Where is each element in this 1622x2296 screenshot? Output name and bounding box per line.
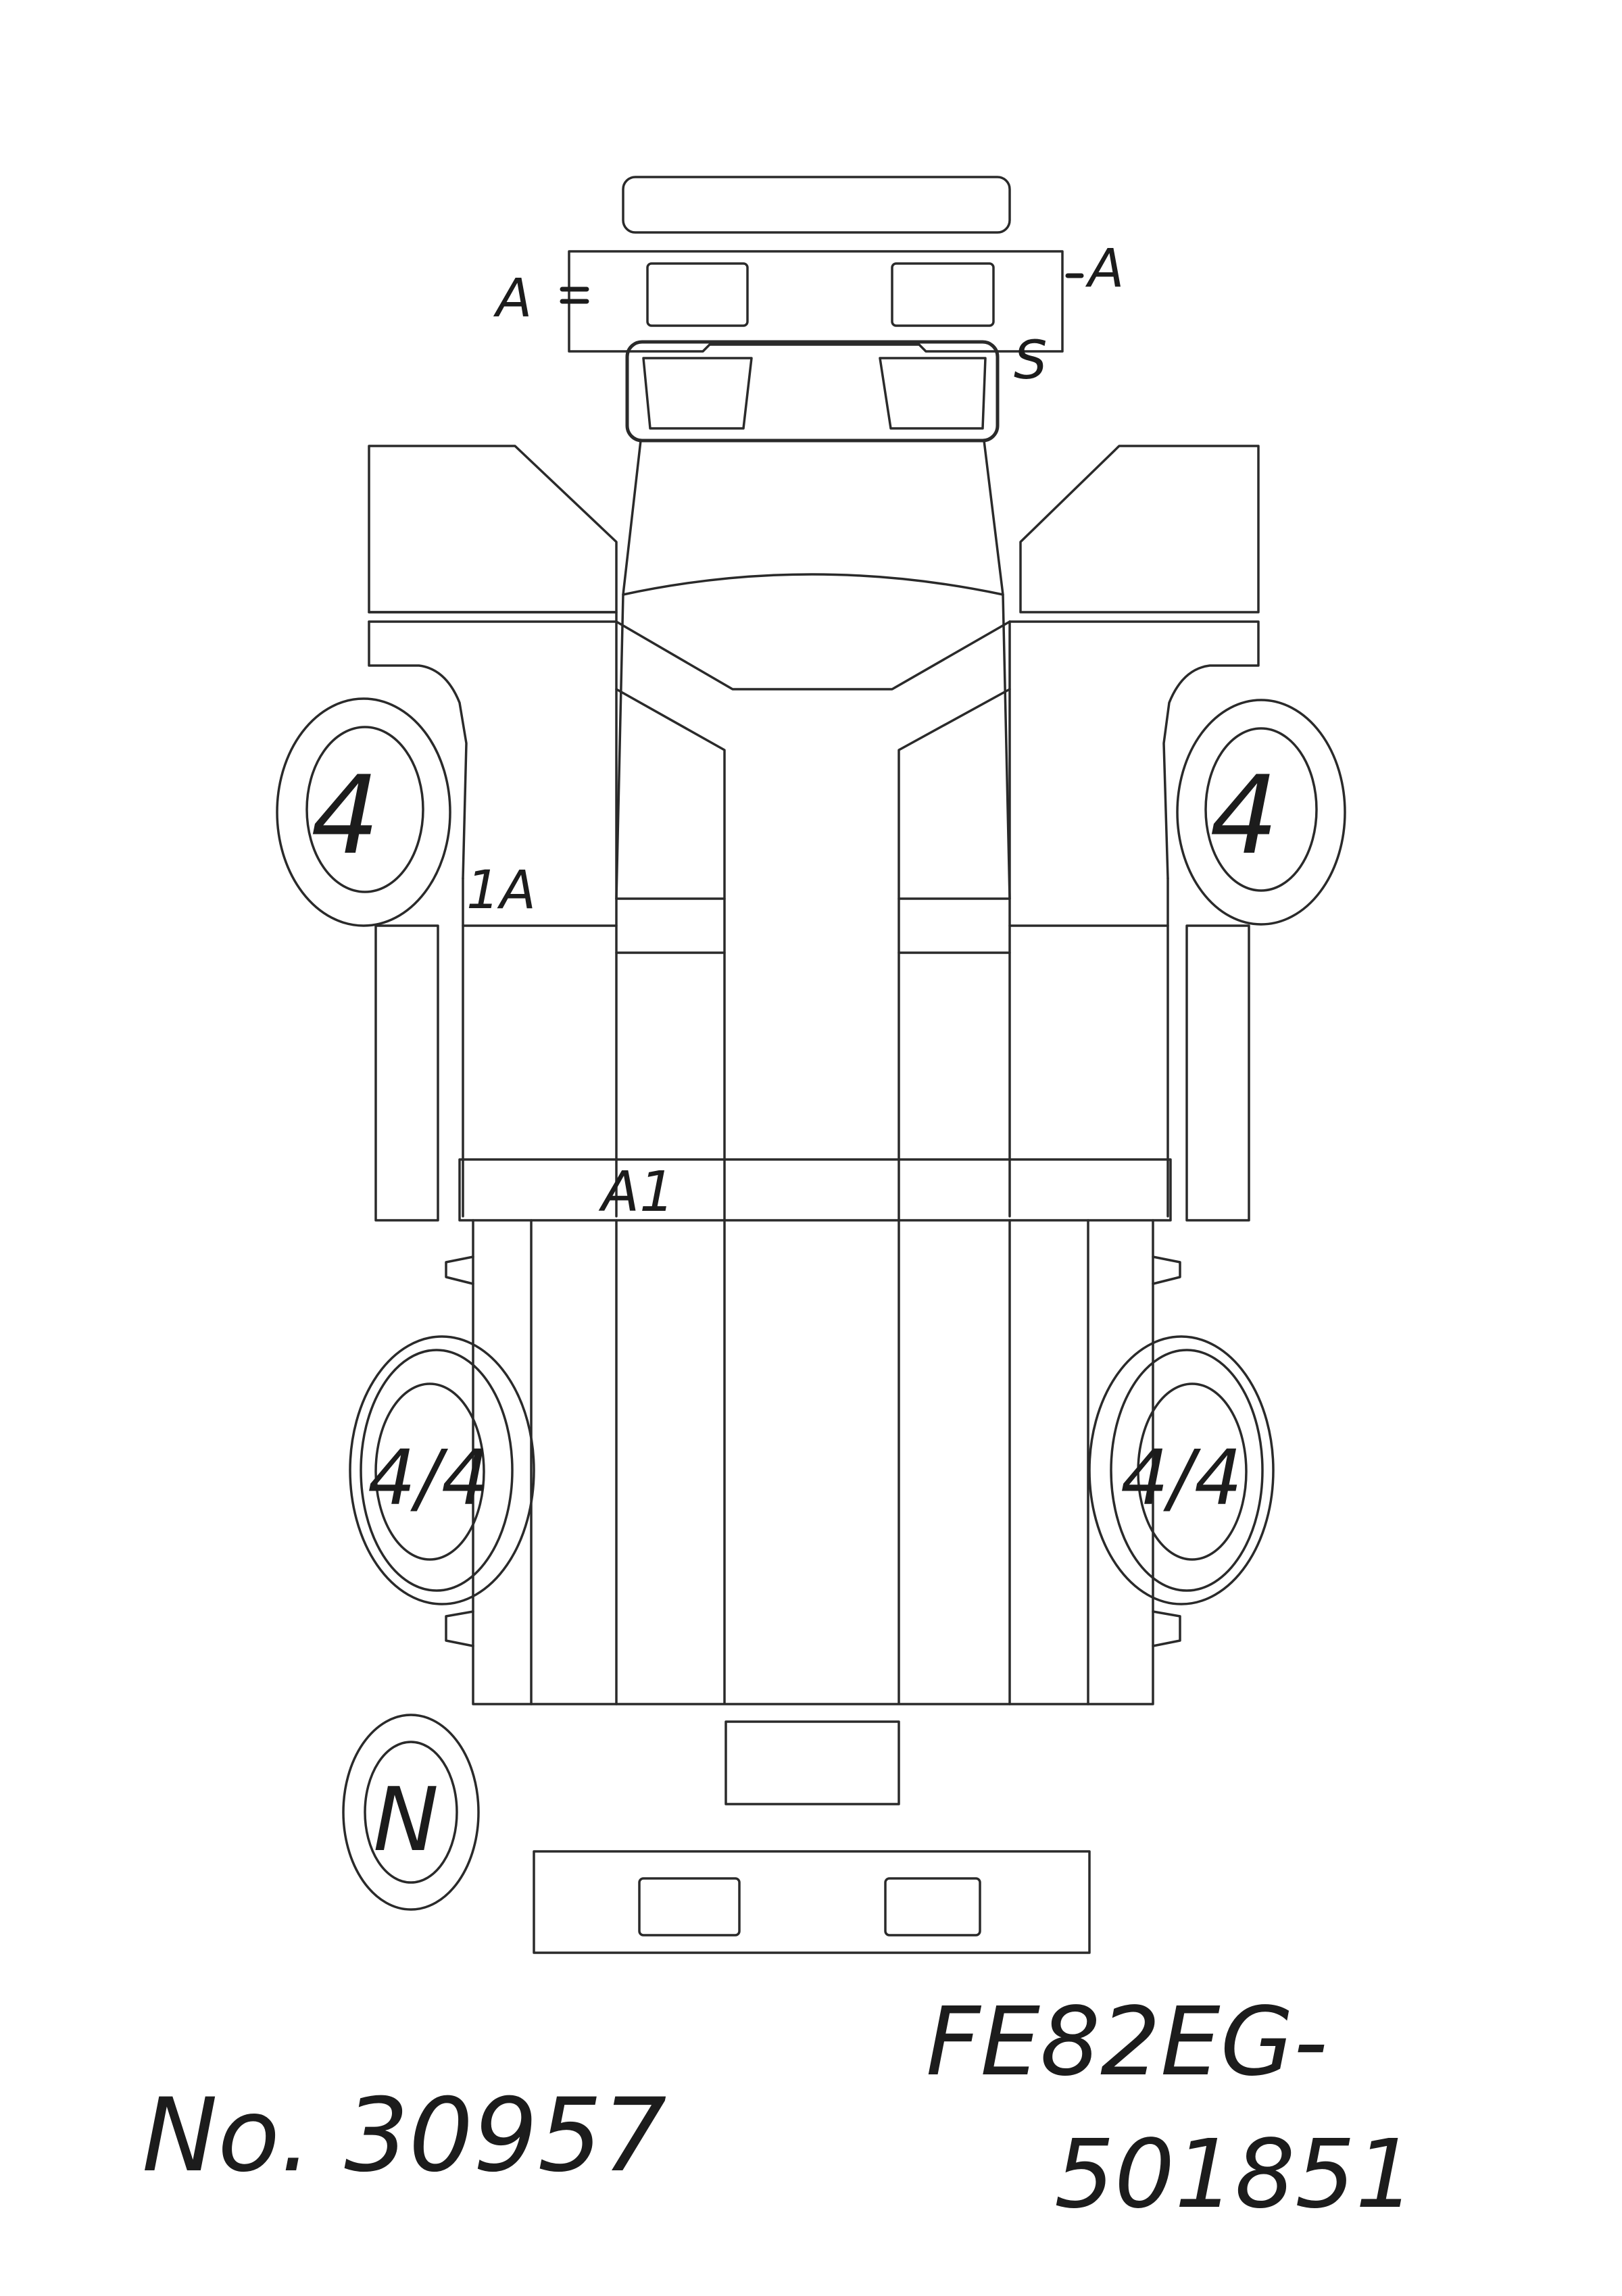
rear-left-tire-inner <box>374 1382 485 1561</box>
mark-rear-left-tire: 4/4 <box>368 1434 489 1522</box>
mark-front-right-lamp: S <box>1014 330 1048 391</box>
rear-right-tire <box>1088 1335 1275 1605</box>
mark-pointer-left <box>560 286 589 304</box>
model-code-line2: 501851 <box>1054 2120 1415 2230</box>
cab-roof-v <box>615 620 1011 691</box>
left-door-panel <box>368 445 618 614</box>
right-crossband <box>898 897 1011 954</box>
truck-outline <box>368 176 1260 1954</box>
front-right-lamp <box>891 262 995 327</box>
left-step-bar <box>374 924 439 1222</box>
front-left-tire-outer <box>276 697 451 927</box>
mark-front-right-tire: 4 <box>1210 752 1279 878</box>
rear-right-tire-inner <box>1137 1382 1248 1561</box>
front-grille-panel <box>568 250 1064 353</box>
right-step-bar <box>1185 924 1250 1222</box>
front-right-tire-outer <box>1176 699 1346 926</box>
spare-tire-outer <box>342 1714 480 1911</box>
right-front-flap <box>1152 1255 1181 1285</box>
left-crossband <box>615 897 726 954</box>
rear-hitch-block <box>724 1720 900 1805</box>
mark-left-cab-side: 1A <box>466 860 536 921</box>
windshield-frame <box>625 340 1000 443</box>
front-right-tire-inner <box>1204 727 1318 892</box>
left-rear-flap <box>445 1610 474 1647</box>
right-door-panel <box>1019 445 1260 614</box>
left-door-lower <box>368 611 618 623</box>
rear-left-tire <box>349 1335 535 1605</box>
rear-bumper <box>533 1850 1091 1954</box>
front-left-tire-inner <box>305 726 424 893</box>
spine-right <box>898 688 1011 1704</box>
mark-front-bumper-left: A <box>493 268 532 329</box>
front-bumper-bar <box>622 176 1011 234</box>
serial-number: No. 30957 <box>142 2077 667 2195</box>
hood-left-edge <box>615 439 642 900</box>
front-left-lamp <box>646 262 749 327</box>
cab-roof-line <box>622 573 1004 596</box>
rear-left-lamp <box>638 1877 741 1937</box>
rear-right-lamp <box>884 1877 981 1937</box>
spare-tire-inner <box>364 1741 458 1884</box>
mark-rear-right-tire: 4/4 <box>1121 1434 1242 1522</box>
handwritten-marks: A A S 4 4 1A A1 4/4 4/4 N <box>311 239 1279 1871</box>
rear-right-tire-mid <box>1110 1349 1264 1592</box>
right-rear-flap <box>1152 1610 1181 1647</box>
spare-tire <box>342 1714 480 1911</box>
model-code-line1: FE82EG- <box>926 1987 1328 2097</box>
rear-cab-panel <box>458 1158 1172 1222</box>
right-headlamp <box>879 357 987 430</box>
rear-left-tire-mid <box>360 1349 514 1592</box>
rear-chassis-outline <box>472 1219 1154 1705</box>
hood-right-edge <box>983 439 1011 900</box>
rear-left-tire-outer <box>349 1335 535 1605</box>
rear-right-tire-outer <box>1088 1335 1275 1605</box>
mark-front-bumper-right: A <box>1085 239 1124 299</box>
left-wheel-arch <box>368 620 468 880</box>
front-left-tire <box>276 697 451 927</box>
spine-left <box>615 688 726 1704</box>
right-wheel-arch <box>1008 620 1260 880</box>
chassis-rails <box>530 1219 1089 1705</box>
left-front-flap <box>445 1255 474 1285</box>
mark-rear-cab-panel: A1 <box>598 1160 674 1224</box>
mark-front-left-tire: 4 <box>311 752 380 878</box>
front-right-tire <box>1176 699 1346 926</box>
mark-spare-tire: N <box>373 1768 439 1871</box>
left-headlamp <box>642 357 753 430</box>
